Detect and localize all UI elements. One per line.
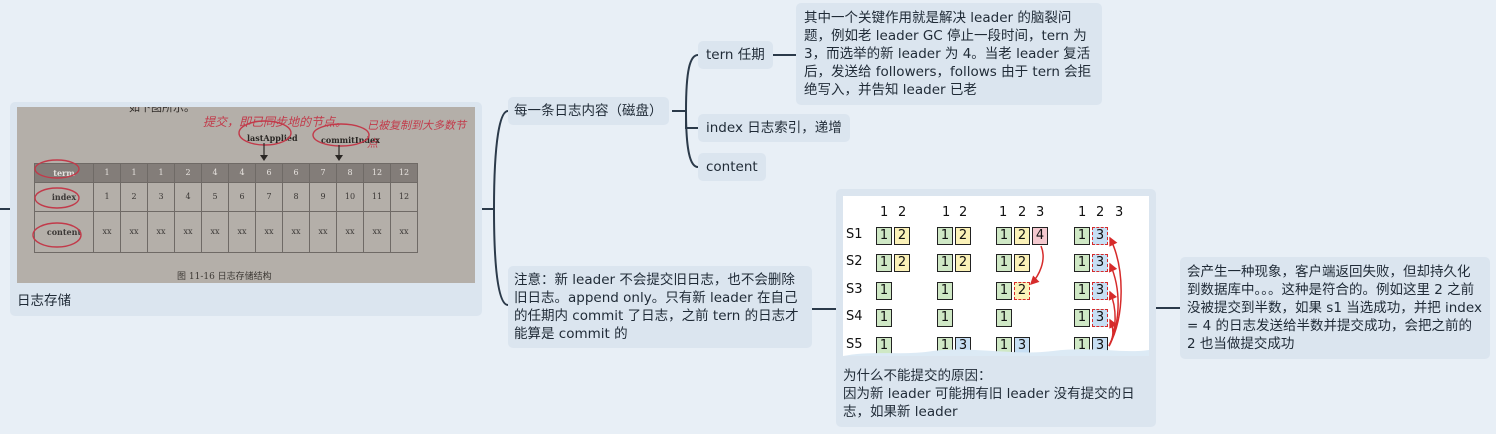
last-applied-label: lastApplied — [247, 133, 298, 143]
raft-log-figure: 1 2 1 2 1 2 3 1 2 3 S1 S2 S3 S4 S5 1 2 1… — [843, 196, 1149, 356]
column-number: 3 — [1036, 205, 1045, 220]
log-cell: 4 — [1032, 227, 1048, 245]
server-label-s1: S1 — [846, 227, 863, 242]
column-number: 1 — [942, 205, 951, 220]
log-cell: 2 — [1014, 254, 1030, 272]
root-node-log-storage[interactable]: 如下图所示。 提交，即已同步地的节点。 已被复制到大多数节点 lastAppli… — [10, 102, 482, 316]
column-number: 2 — [1096, 205, 1105, 220]
column-number: 2 — [1018, 205, 1027, 220]
log-cell: 3 — [1092, 227, 1108, 245]
table-cell: 12 — [390, 163, 418, 183]
table-cell: 2 — [174, 163, 202, 183]
table-cell: 11 — [363, 182, 391, 212]
table-cell: xx — [309, 211, 337, 253]
root-node-label: 日志存储 — [17, 293, 71, 309]
log-cell: 2 — [955, 254, 971, 272]
log-cell: 1 — [996, 227, 1012, 245]
log-cell: 3 — [1092, 282, 1108, 300]
figure-caption: 为什么不能提交的原因： 因为新 leader 可能拥有旧 leader 没有提交… — [843, 368, 1135, 420]
log-cell: 2 — [1014, 227, 1030, 245]
log-cell: 1 — [996, 282, 1012, 300]
server-label-s2: S2 — [846, 254, 863, 269]
server-label-s4: S4 — [846, 309, 863, 324]
log-cell: 2 — [1014, 282, 1030, 300]
column-number: 1 — [1078, 205, 1087, 220]
table-cell: xx — [120, 211, 148, 253]
table-cell: 1 — [93, 163, 121, 183]
column-number: 3 — [1115, 205, 1124, 220]
term-row: term 1 1 1 2 4 4 6 6 7 8 12 12 — [34, 163, 418, 183]
branch-log-content[interactable]: 每一条日志内容（磁盘） — [508, 97, 669, 125]
photo-caption: 图 11-16 日志存储结构 — [177, 272, 272, 282]
log-storage-photo: 如下图所示。 提交，即已同步地的节点。 已被复制到大多数节点 lastAppli… — [17, 107, 475, 283]
log-cell: 3 — [1092, 309, 1108, 327]
log-cell: 1 — [937, 309, 953, 327]
table-cell: 1 — [147, 163, 175, 183]
log-cell: 1 — [937, 227, 953, 245]
table-cell: xx — [390, 211, 418, 253]
log-cell: 1 — [1074, 254, 1090, 272]
log-cell: 3 — [1092, 254, 1108, 272]
header-circles — [32, 159, 82, 248]
child-content[interactable]: content — [698, 153, 766, 181]
table-cell: 7 — [309, 163, 337, 183]
log-cell: 1 — [876, 282, 892, 300]
replication-arrows — [843, 236, 1149, 356]
column-number: 2 — [898, 205, 907, 220]
log-cell: 1 — [996, 309, 1012, 327]
child-index[interactable]: index 日志索引，递增 — [698, 114, 850, 142]
log-cell: 2 — [894, 254, 910, 272]
result-note[interactable]: 会产生一种现象，客户端返回失败，但却持久化到数据库中。。。这种是符合的。例如这里… — [1180, 257, 1490, 359]
log-cell: 1 — [996, 254, 1012, 272]
log-cell: 2 — [894, 227, 910, 245]
log-cell: 2 — [955, 227, 971, 245]
log-cell: 1 — [937, 254, 953, 272]
server-label-s5: S5 — [846, 337, 863, 352]
log-cell: 1 — [937, 282, 953, 300]
table-cell: 6 — [282, 163, 310, 183]
log-cell: 1 — [1074, 282, 1090, 300]
term-note[interactable]: 其中一个关键作用就是解决 leader 的脑裂问题，例如老 leader GC … — [796, 3, 1102, 105]
table-cell: 1 — [120, 163, 148, 183]
commit-index-label: commitIndex — [321, 135, 380, 145]
log-cell: 1 — [876, 227, 892, 245]
log-cell: 1 — [1074, 309, 1090, 327]
index-row: index 1 2 3 4 5 6 7 8 9 10 11 12 — [34, 182, 418, 212]
table-cell: 12 — [390, 182, 418, 212]
table-cell: 7 — [255, 182, 283, 212]
child-term[interactable]: tern 任期 — [698, 41, 773, 69]
handwritten-note: 已被复制到大多数节点 — [367, 119, 466, 150]
branch-note[interactable]: 注意：新 leader 不会提交旧日志，也不会删除旧日志。append only… — [508, 266, 812, 348]
table-cell: 9 — [309, 182, 337, 212]
table-cell: 6 — [255, 163, 283, 183]
column-number: 1 — [880, 205, 889, 220]
row-header-index: index — [34, 182, 94, 212]
handwritten-note: 如下图所示。 — [129, 107, 195, 114]
table-cell: xx — [255, 211, 283, 253]
column-number: 1 — [999, 205, 1008, 220]
log-cell: 1 — [876, 254, 892, 272]
log-cell: 1 — [876, 309, 892, 327]
table-cell: xx — [93, 211, 121, 253]
server-label-s3: S3 — [846, 282, 863, 297]
column-number: 2 — [959, 205, 968, 220]
photo-annotations — [135, 107, 370, 161]
log-cell: 1 — [1074, 227, 1090, 245]
